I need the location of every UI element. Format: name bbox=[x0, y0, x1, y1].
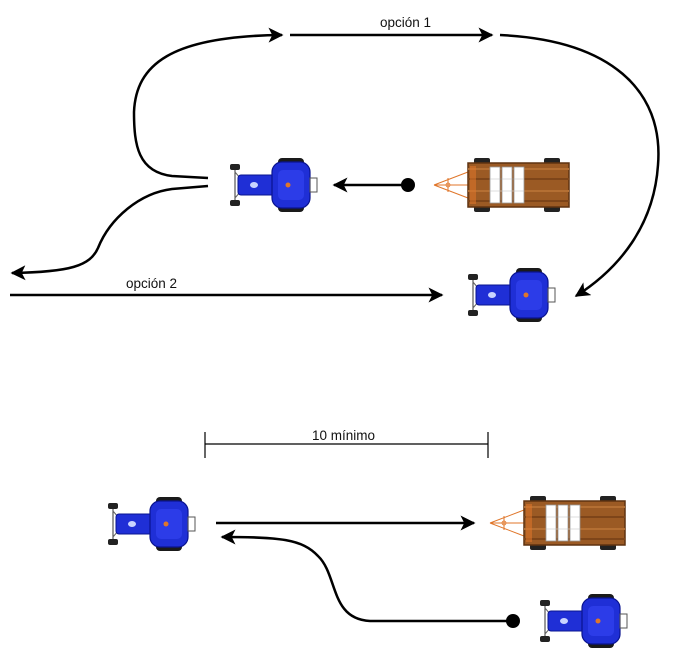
label-option-1: opción 1 bbox=[380, 15, 431, 30]
return-path-arrow bbox=[220, 529, 508, 623]
tractor-icon bbox=[539, 593, 628, 649]
label-option-2: opción 2 bbox=[126, 276, 177, 291]
tractor-icon bbox=[229, 157, 318, 213]
trailer-icon bbox=[433, 157, 570, 213]
route-option-2-curve bbox=[10, 184, 209, 281]
start-point-icon bbox=[506, 614, 520, 628]
start-point-icon bbox=[401, 178, 415, 192]
tractor-icon bbox=[467, 267, 556, 323]
tractor-icon bbox=[107, 496, 196, 552]
route-option-1-loop-right bbox=[499, 33, 660, 298]
route-option-1-loop-left bbox=[132, 27, 284, 180]
label-min-distance: 10 mínimo bbox=[312, 428, 375, 443]
dimension-line-icon bbox=[204, 432, 489, 458]
trailer-icon bbox=[489, 495, 626, 551]
